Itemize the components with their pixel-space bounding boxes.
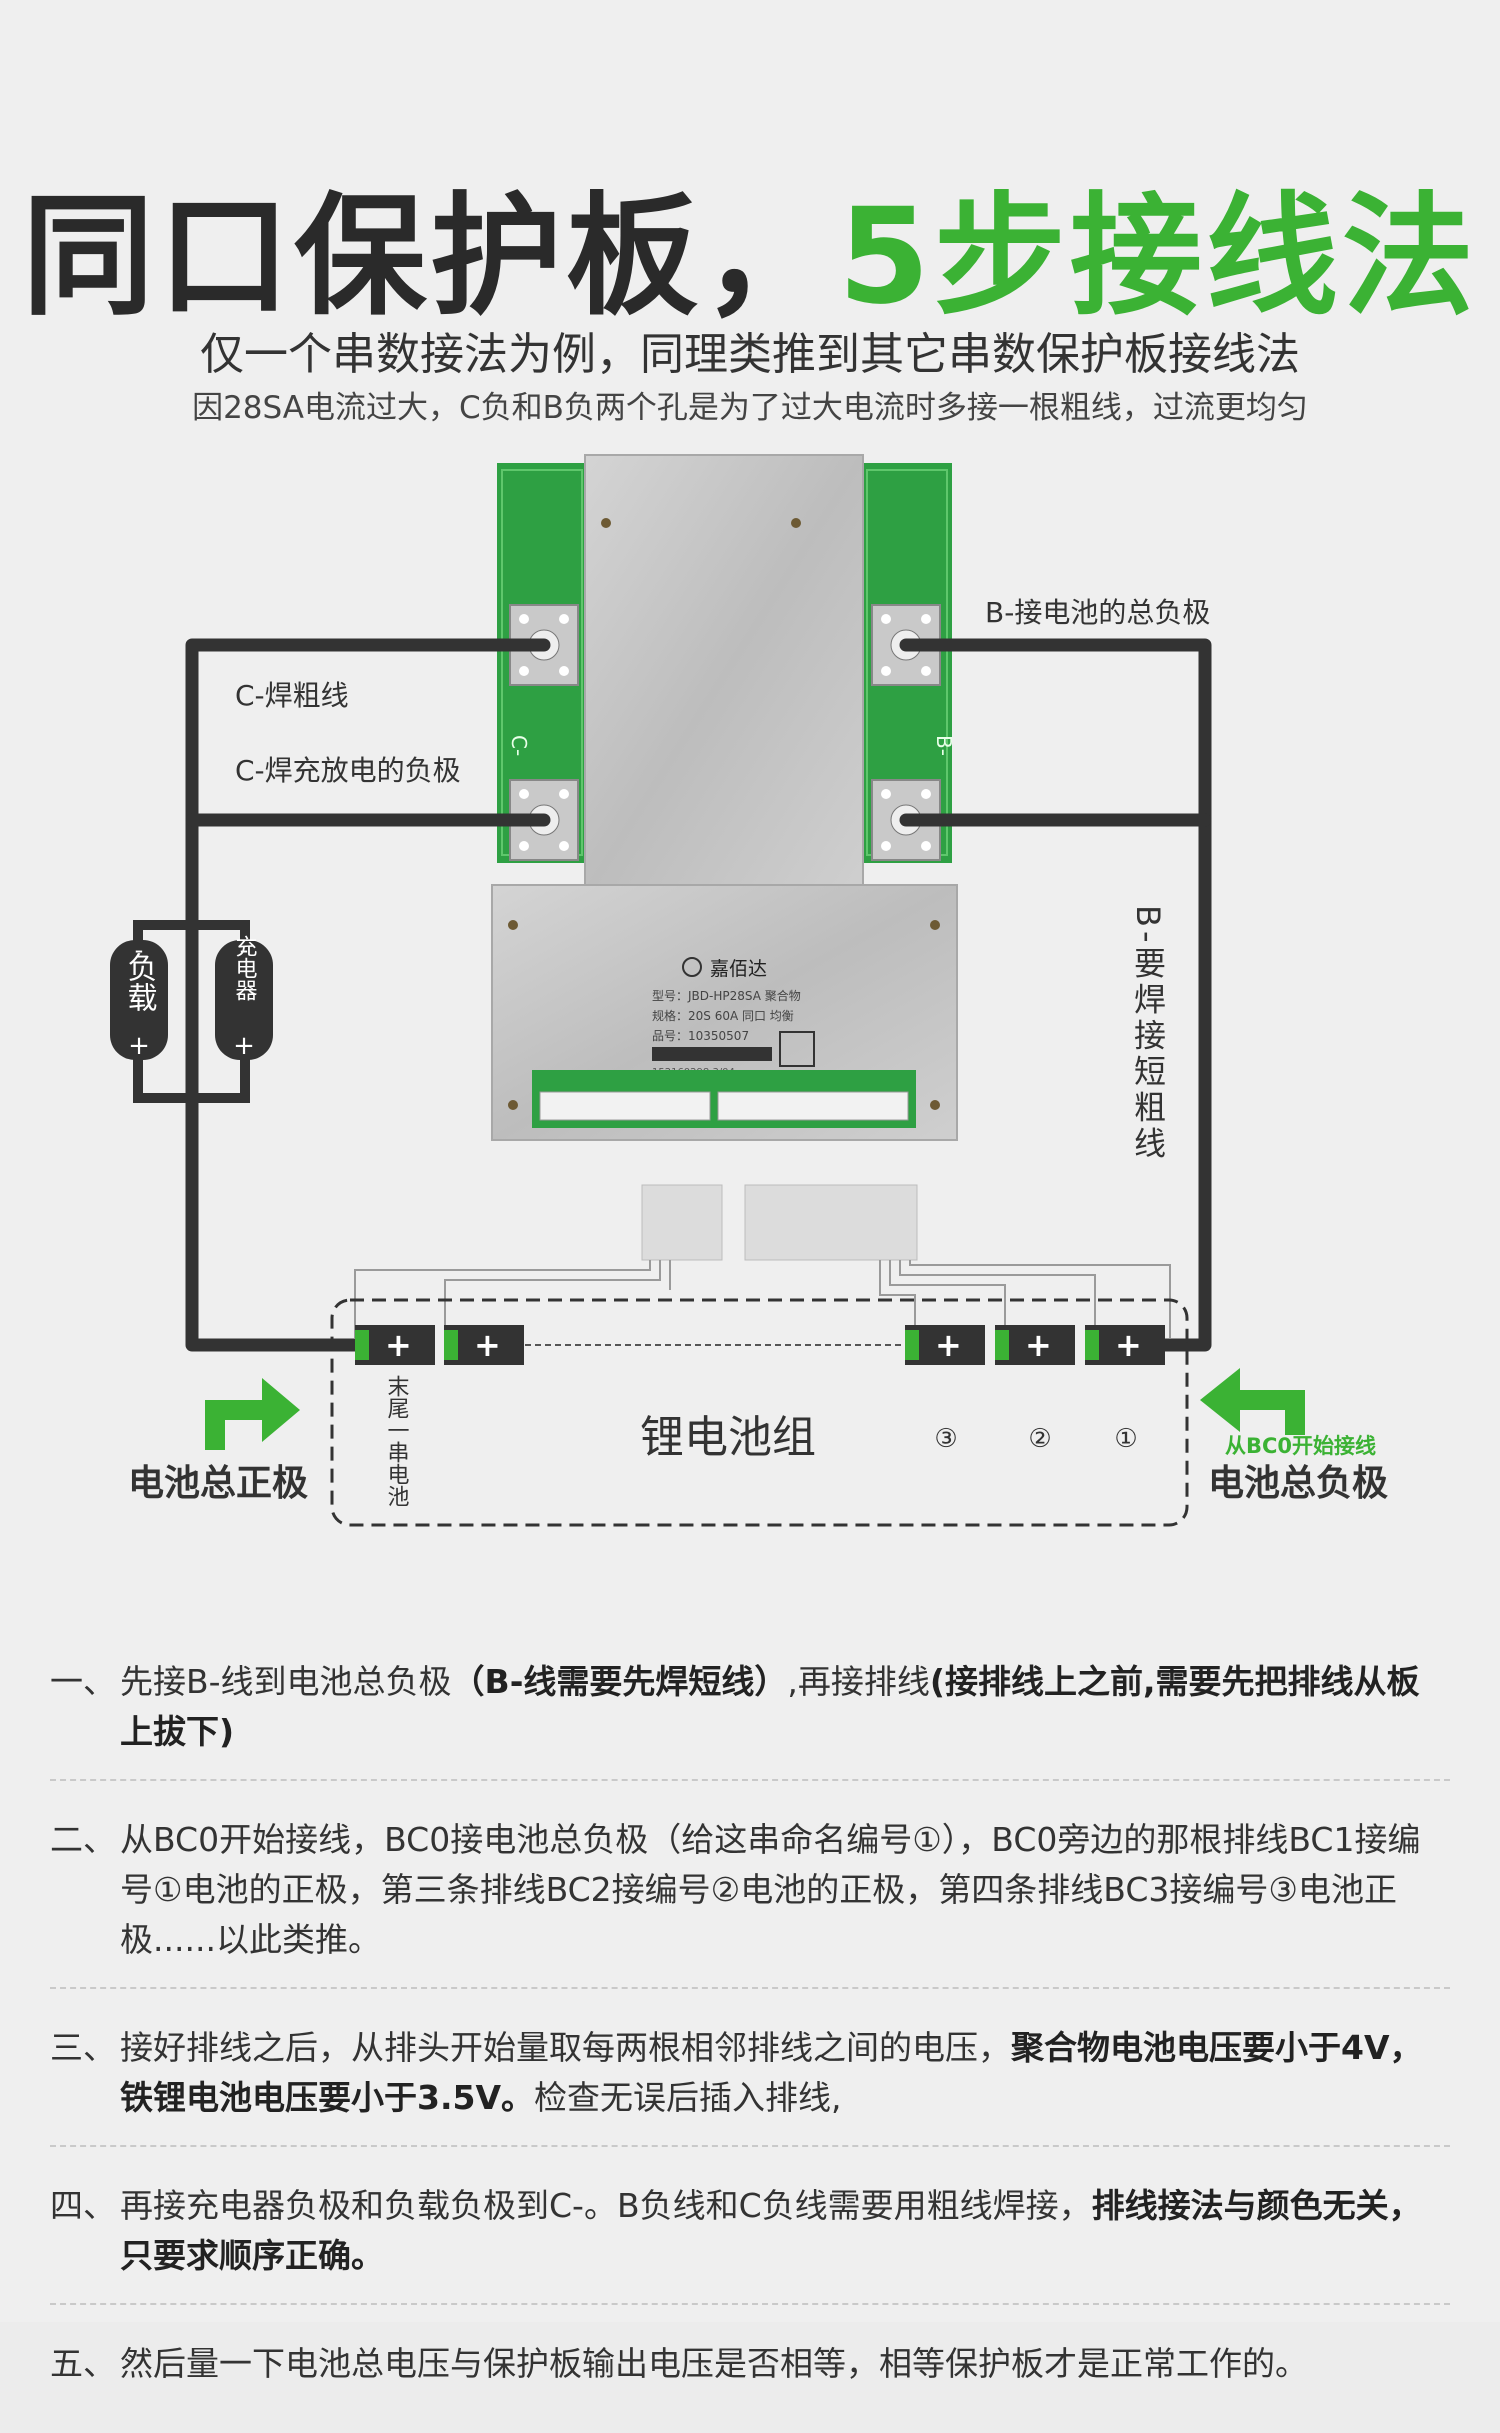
load-label: 负载 [122, 952, 157, 1012]
wire-b-to-negative [899, 638, 1212, 1352]
cell-number-2: ② [1028, 1424, 1051, 1454]
wiring-diagram: C- B- 嘉佰达 型号：JBD-HP28SA 聚合物 规格：20S 60A 同… [110, 454, 1388, 1527]
step-number: 二、 [50, 1820, 116, 1859]
label-b-short: B-要焊接短粗线 [1129, 905, 1167, 1163]
label-c-negative: C-焊充放电的负极 [235, 754, 461, 787]
label-spec: 规格：20S 60A 同口 均衡 [652, 1008, 794, 1023]
label-brand: 嘉佰达 [710, 958, 767, 980]
svg-text:+: + [935, 1326, 962, 1364]
step-5: 五、 然后量一下电池总电压与保护板输出电压是否相等，相等保护板才是正常工作的。 [50, 2327, 1450, 2411]
battery-positive-label: 电池总正极 [128, 1463, 308, 1504]
label-c-thick: C-焊粗线 [235, 679, 349, 712]
last-cell-label: 末尾一串电池 [384, 1375, 410, 1507]
cell-3: + [905, 1325, 985, 1365]
load-block: - 负载 + [110, 936, 168, 1061]
pcb-c-mark: C- [507, 735, 531, 756]
step-text: 然后量一下电池总电压与保护板输出电压是否相等，相等保护板才是正常工作的。 [120, 2344, 1308, 2383]
svg-text:+: + [474, 1326, 501, 1364]
start-note: 从BC0开始接线 [1225, 1434, 1376, 1458]
step-number: 四、 [50, 2186, 116, 2225]
title-part-1: 同口保护板， [22, 180, 839, 334]
step-3: 三、 接好排线之后，从排头开始量取每两根相邻排线之间的电压，聚合物电池电压要小于… [50, 2011, 1450, 2147]
svg-text:-: - [240, 936, 249, 964]
subtitle-note: 因28SA电流过大，C负和B负两个孔是为了过大电流时多接一根粗线，过流更均匀 [192, 390, 1308, 426]
cell-number-1: ① [1114, 1424, 1137, 1454]
label-serial: 品号：10350507 [652, 1029, 749, 1043]
cell-last: + [355, 1325, 435, 1365]
subtitle-main: 仅一个串数接法为例，同理类推到其它串数保护板接线法 [200, 329, 1300, 380]
label-b-minus: B-接电池的总负极 [985, 596, 1210, 629]
cell-2: + [995, 1325, 1075, 1365]
charger-block: - 充电器 + [215, 935, 273, 1061]
step-4: 四、 再接充电器负极和负载负极到C-。B负线和C负线需要用粗线焊接，排线接法与颜… [50, 2169, 1450, 2305]
arrow-positive-icon [205, 1378, 300, 1450]
steps-list: 一、 先接B-线到电池总负极（B-线需要先焊短线）,再接排线(接排线上之前,需要… [50, 1645, 1450, 2433]
svg-text:+: + [1025, 1326, 1052, 1364]
cell-number-3: ③ [934, 1424, 957, 1454]
step-number: 五、 [50, 2344, 116, 2383]
board-connector-strip [532, 1070, 916, 1128]
battery-pack-outline [330, 1298, 1189, 1527]
charger-label: 充电器 [232, 935, 258, 1001]
step-text: 再接充电器负极和负载负极到C-。B负线和C负线需要用粗线焊接，排线接法与颜色无关… [120, 2186, 1422, 2275]
step-1: 一、 先接B-线到电池总负极（B-线需要先焊短线）,再接排线(接排线上之前,需要… [50, 1645, 1450, 1781]
step-text: 从BC0开始接线，BC0接电池总负极（给这串命名编号①），BC0旁边的那根排线B… [120, 1820, 1421, 1959]
label-model: 型号：JBD-HP28SA 聚合物 [652, 988, 801, 1003]
svg-text:-: - [135, 936, 144, 964]
step-number: 一、 [50, 1662, 116, 1701]
svg-text:+: + [1115, 1326, 1142, 1364]
svg-text:+: + [385, 1326, 412, 1364]
arrow-negative-icon [1200, 1368, 1305, 1435]
step-2: 二、 从BC0开始接线，BC0接电池总负极（给这串命名编号①），BC0旁边的那根… [50, 1803, 1450, 1989]
cell-2nd-last: + [444, 1325, 524, 1365]
balance-plug [641, 1184, 918, 1261]
svg-text:+: + [128, 1031, 150, 1061]
thick-wires [185, 638, 1212, 1352]
title-part-2: 5步接线法 [838, 180, 1478, 334]
wire-c-to-positive [185, 638, 551, 1352]
balance-wires [354, 1260, 1171, 1338]
battery-pack-label: 锂电池组 [640, 1412, 816, 1463]
page: 同口保护板，5步接线法 仅一个串数接法为例，同理类推到其它串数保护板接线法 因2… [0, 150, 1500, 2383]
battery-negative-label: 电池总负极 [1208, 1463, 1388, 1504]
page-title: 同口保护板，5步接线法 [0, 150, 1500, 341]
step-text: 先接B-线到电池总负极（B-线需要先焊短线）,再接排线(接排线上之前,需要先把排… [120, 1662, 1420, 1751]
svg-text:+: + [233, 1031, 255, 1061]
step-text: 接好排线之后，从排头开始量取每两根相邻排线之间的电压，聚合物电池电压要小于4V，… [120, 2028, 1423, 2117]
pcb-b-mark: B- [932, 735, 956, 756]
step-number: 三、 [50, 2028, 116, 2067]
cell-1: + [1085, 1325, 1165, 1365]
